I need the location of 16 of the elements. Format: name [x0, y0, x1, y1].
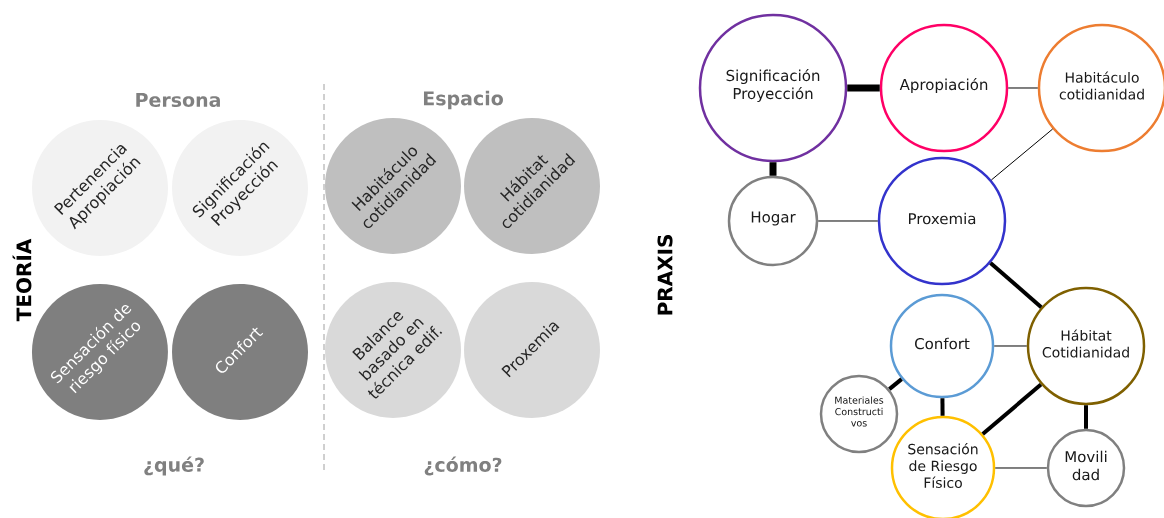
connector-line — [981, 382, 1043, 436]
question-label: ¿cómo? — [424, 456, 502, 476]
connector-line — [1084, 405, 1088, 429]
connector-line — [994, 467, 1048, 469]
connector-line — [993, 345, 1028, 347]
question-label: ¿qué? — [144, 456, 204, 476]
connector-line — [817, 220, 879, 222]
column-heading: Espacio — [424, 90, 503, 110]
connector-line — [1007, 87, 1039, 89]
connector-line — [990, 128, 1054, 181]
connector-line — [940, 398, 945, 416]
connector-line — [989, 261, 1043, 309]
section-label: TEORÍA — [12, 238, 32, 322]
section-label: PRAXIS — [657, 235, 673, 315]
column-heading: Persona — [136, 92, 220, 108]
connector-line — [888, 377, 903, 391]
